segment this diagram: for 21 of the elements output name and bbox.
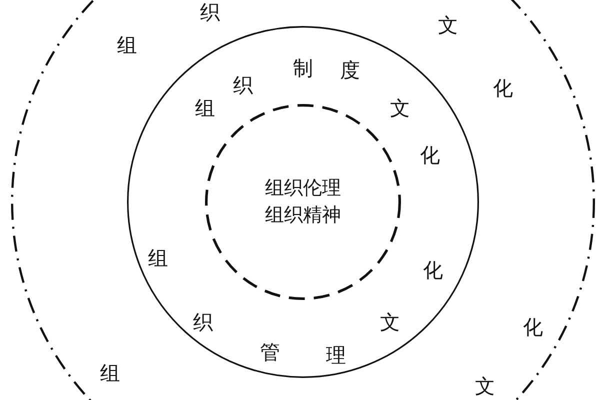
ring-text-character: 文 [390, 98, 410, 118]
ring-text-character: 文 [475, 376, 495, 396]
ring-text-character: 织 [233, 75, 253, 95]
ring-text-character: 织 [193, 312, 213, 332]
ring-text-character: 文 [380, 312, 400, 332]
ring-text-character: 组 [100, 363, 120, 383]
ring-text-character: 化 [420, 145, 440, 165]
ring-text-character: 织 [200, 2, 220, 22]
ring-text-character: 制 [293, 58, 313, 78]
ring-text-character: 组 [117, 35, 137, 55]
ring-text-character: 组 [148, 248, 168, 268]
ring-text-character: 管 [260, 342, 280, 362]
ring-text-character: 理 [326, 345, 346, 365]
ring-text-character: 度 [340, 60, 360, 80]
ring-text-character: 化 [523, 317, 543, 337]
ring-text-character: 文 [438, 15, 458, 35]
ring-text-character: 化 [493, 78, 513, 98]
ring-text-character: 化 [423, 260, 443, 280]
core-label: 组织伦理 [265, 177, 341, 200]
ring-text-character: 组 [195, 98, 215, 118]
core-label: 组织精神 [265, 204, 341, 227]
